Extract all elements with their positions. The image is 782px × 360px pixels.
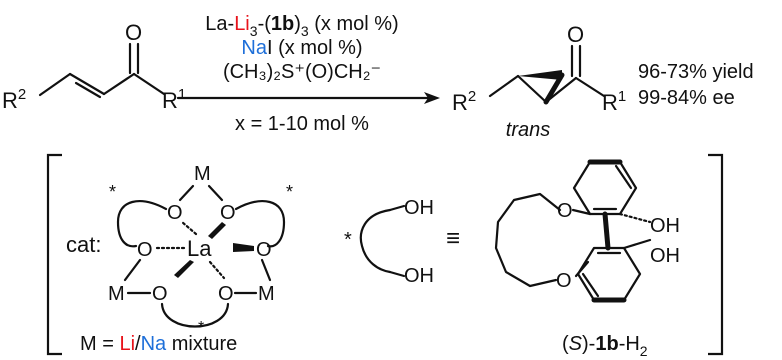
- cat-o-bottom-right: O: [218, 283, 234, 305]
- cat-star-right: *: [286, 182, 293, 202]
- diol-fragment: * OH OH ≡: [344, 197, 460, 287]
- reagent-line-3: (CH₃)₂S⁺(O)CH₂⁻: [223, 61, 381, 83]
- cat-o-top-right: O: [220, 202, 236, 224]
- ligand-structure: O O OH OH (S)-1b-H2: [494, 159, 680, 359]
- yield-text: 96-73% yield: [638, 61, 754, 83]
- product-cyclopropane: O R2 R1 trans: [452, 22, 626, 141]
- ligand-o-bottom: O: [556, 270, 572, 292]
- reagent-line-2: NaI (x mol %): [241, 37, 362, 59]
- catalyst-structure: cat: M O O * * O La O M O O M: [66, 163, 293, 355]
- cat-la: La: [187, 236, 212, 261]
- equiv-sign: ≡: [446, 225, 460, 252]
- substrate-enone: O R2 R1: [2, 20, 186, 113]
- reagent-line-1: La-Li3-(1b)3 (x mol %): [205, 13, 398, 39]
- ee-text: 99-84% ee: [638, 87, 735, 109]
- diol-oh-top: OH: [404, 197, 434, 219]
- arrow-head: [424, 92, 440, 104]
- substrate-r1: R1: [162, 86, 186, 113]
- cat-m-bottom-right: M: [258, 283, 275, 305]
- left-bracket: [46, 153, 62, 356]
- product-r2: R2: [452, 88, 476, 115]
- cat-o-mid-left: O: [137, 239, 153, 261]
- ligand-oh-bottom: OH: [650, 245, 680, 267]
- product-r1: R1: [602, 88, 626, 115]
- substrate-r2: R2: [2, 86, 26, 113]
- reagents: La-Li3-(1b)3 (x mol %) NaI (x mol %) (CH…: [176, 13, 440, 135]
- ligand-oh-top: OH: [650, 215, 680, 237]
- cat-o-top-left: O: [167, 202, 183, 224]
- cat-star-left: *: [109, 182, 116, 202]
- cat-o-bottom-left: O: [152, 283, 168, 305]
- right-bracket: [708, 153, 724, 356]
- diol-oh-bottom: OH: [404, 265, 434, 287]
- trans-label: trans: [506, 119, 550, 141]
- legend-star: *: [198, 319, 204, 336]
- cat-m-top: M: [194, 163, 211, 185]
- reagent-line-4: x = 1-10 mol %: [235, 113, 369, 135]
- ligand-name: (S)-1b-H2: [562, 333, 648, 359]
- catalyst-label: cat:: [66, 232, 101, 257]
- substrate-oxygen: O: [125, 20, 142, 45]
- product-oxygen: O: [567, 22, 584, 47]
- diol-star: *: [344, 229, 352, 251]
- cat-o-mid-right: O: [256, 239, 272, 261]
- cat-m-bottom-left: M: [108, 283, 125, 305]
- catalyst-legend: M = Li/Na mixture: [80, 333, 237, 355]
- ligand-o-top: O: [557, 200, 573, 222]
